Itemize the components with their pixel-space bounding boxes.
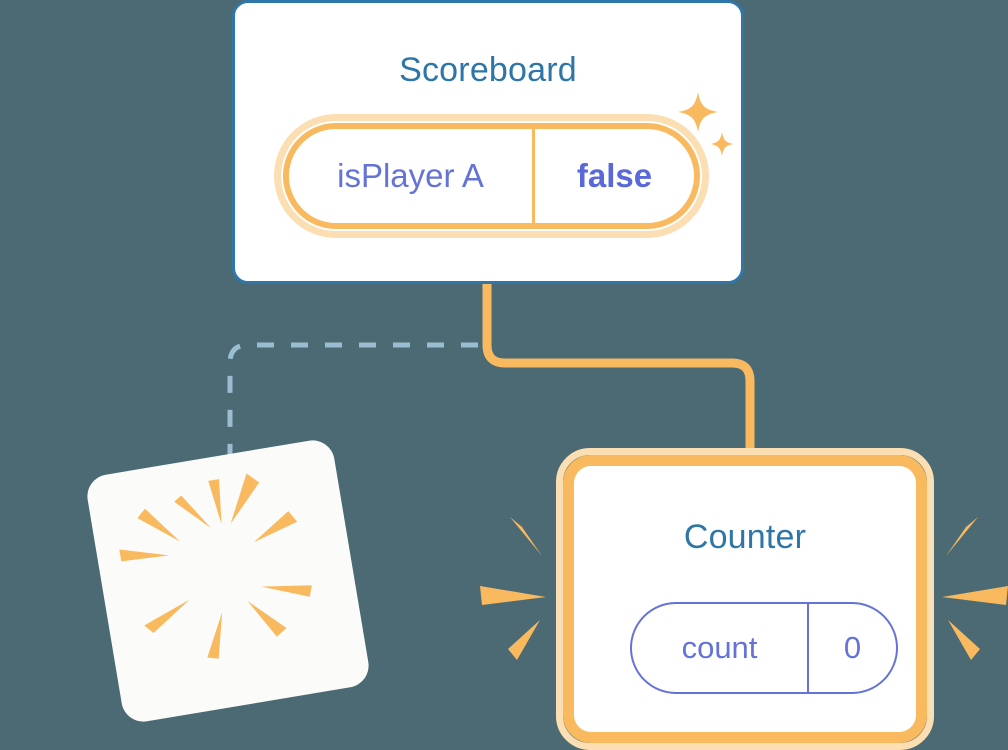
counter-ray-left-1 bbox=[510, 517, 542, 556]
counter-ray-right-3 bbox=[948, 620, 980, 660]
sparkle-group bbox=[678, 92, 734, 156]
flash-card-burst bbox=[119, 473, 312, 659]
counter-title: Counter bbox=[683, 518, 807, 556]
scoreboard-pill-divider bbox=[532, 129, 535, 223]
burst-ray-1 bbox=[208, 479, 222, 525]
scoreboard-title: Scoreboard bbox=[399, 51, 577, 89]
burst-ray-8 bbox=[119, 549, 169, 562]
burst-ray-2 bbox=[230, 473, 260, 524]
burst-ray-7 bbox=[144, 599, 190, 633]
burst-ray-4 bbox=[261, 585, 312, 597]
burst-ray-9 bbox=[137, 508, 180, 542]
counter-pill-divider bbox=[807, 604, 809, 692]
burst-ray-3 bbox=[253, 511, 298, 543]
sparkle-star-small-icon bbox=[710, 132, 734, 156]
scoreboard-pill-body[interactable]: isPlayer A false bbox=[283, 123, 700, 229]
counter-card[interactable]: Counter count 0 bbox=[556, 448, 934, 750]
scoreboard-card[interactable]: Scoreboard isPlayer A false bbox=[232, 0, 744, 284]
burst-ray-6 bbox=[207, 612, 223, 659]
scoreboard-pill-glow bbox=[274, 114, 709, 238]
counter-ray-right-1 bbox=[946, 517, 978, 556]
counter-pill[interactable]: count 0 bbox=[630, 602, 898, 694]
counter-ray-left-2 bbox=[480, 586, 546, 605]
counter-pill-key: count bbox=[681, 630, 758, 665]
counter-ray-left-3 bbox=[508, 620, 540, 660]
orange-connector-to-counter bbox=[482, 284, 755, 462]
sparkle-star-large-icon bbox=[678, 92, 718, 132]
counter-burst-right bbox=[942, 517, 1008, 660]
counter-ray-right-2 bbox=[942, 586, 1008, 605]
burst-ray-5 bbox=[247, 601, 287, 637]
counter-burst-left bbox=[480, 517, 546, 660]
counter-pill-value: 0 bbox=[843, 630, 862, 665]
counter-card-body[interactable]: Counter count 0 bbox=[563, 455, 927, 743]
burst-ray-10 bbox=[174, 495, 212, 529]
counter-pill-body[interactable]: count 0 bbox=[630, 602, 898, 694]
scoreboard-pill-value: false bbox=[576, 157, 653, 194]
dashed-connector-to-flash-card bbox=[227, 342, 478, 492]
scoreboard-pill[interactable]: isPlayer A false bbox=[274, 114, 709, 238]
scoreboard-pill-key: isPlayer A bbox=[337, 157, 484, 194]
counter-card-glow bbox=[556, 448, 934, 750]
